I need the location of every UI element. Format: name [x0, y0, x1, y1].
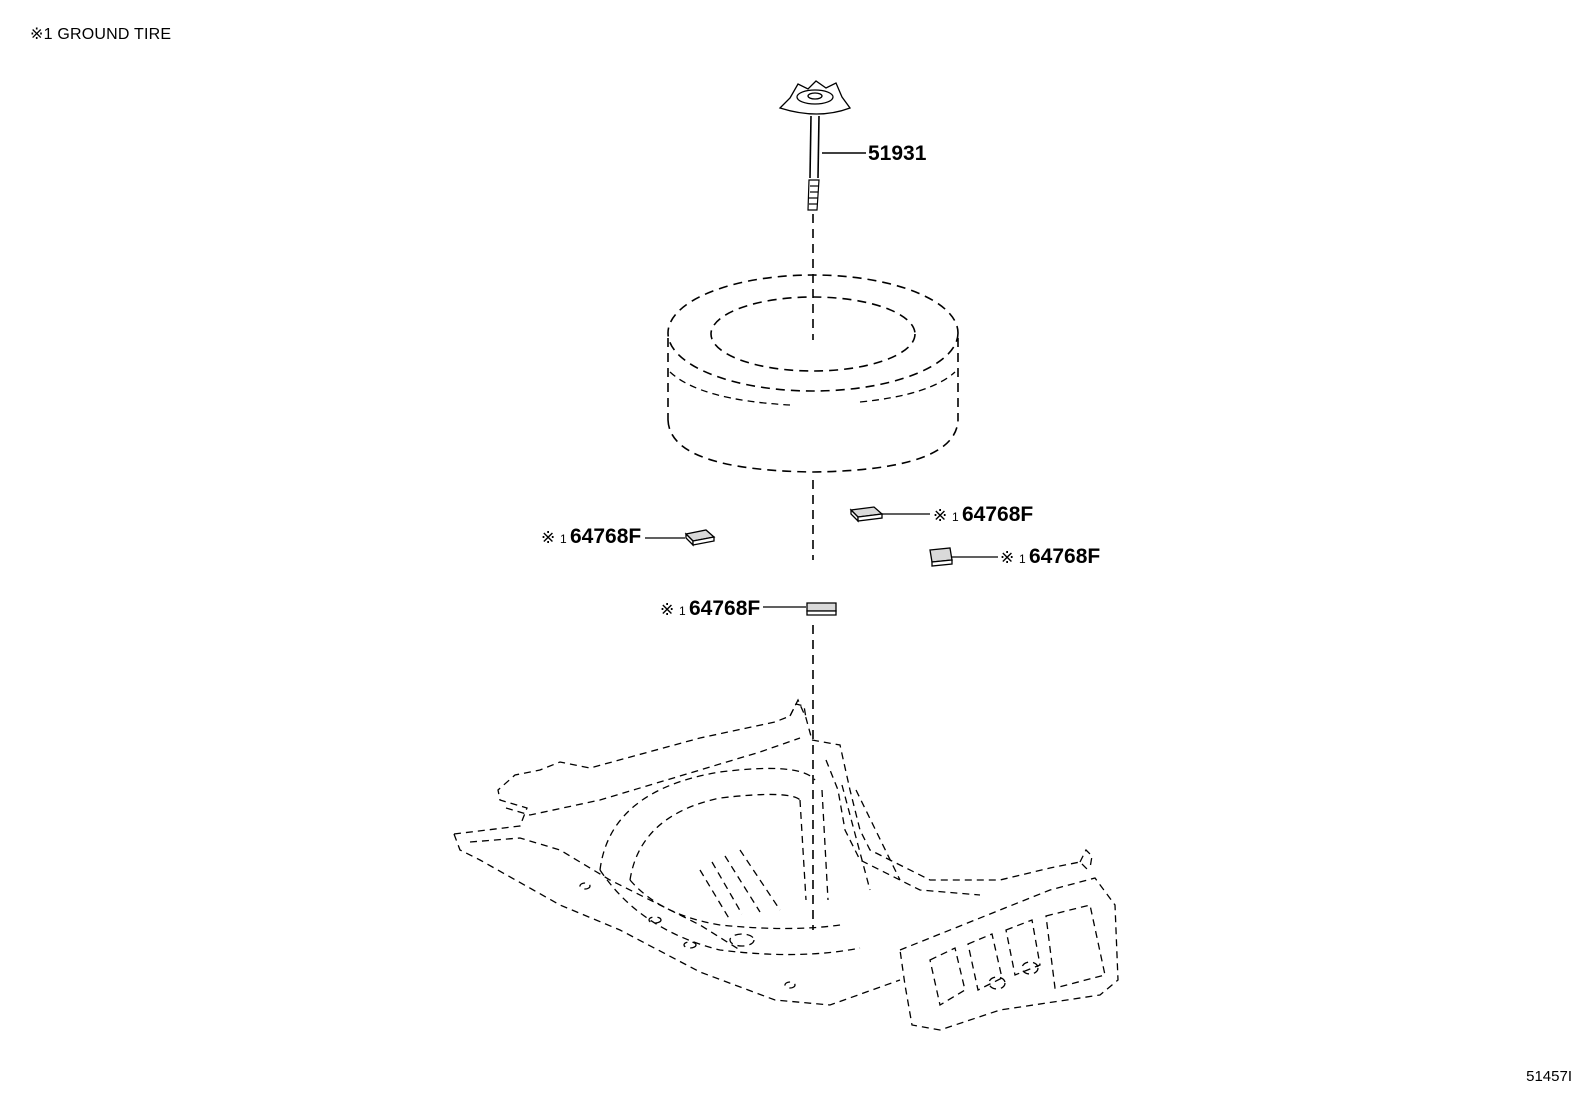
svg-text:64768F: 64768F: [962, 503, 1033, 526]
svg-text:※: ※: [1000, 548, 1014, 567]
pad-right: [929, 547, 953, 567]
svg-text:1: 1: [1019, 552, 1026, 566]
label-pad-right: ※ 1 64768F: [1000, 545, 1100, 568]
note-text: GROUND TIRE: [57, 26, 172, 43]
pad-upper-right: [849, 506, 884, 523]
svg-text:※: ※: [660, 600, 674, 619]
label-pad-upper-right: ※ 1 64768F: [933, 503, 1033, 526]
svg-text:1: 1: [952, 510, 959, 524]
svg-text:64768F: 64768F: [1029, 545, 1100, 568]
svg-text:1: 1: [560, 532, 567, 546]
hold-down-bolt: [778, 80, 852, 211]
svg-text:64768F: 64768F: [689, 597, 760, 620]
svg-text:1: 1: [679, 604, 686, 618]
ground-tire-note: ※1 GROUND TIRE: [30, 24, 171, 44]
spare-tire: [667, 274, 959, 473]
label-51931: 51931: [868, 142, 927, 165]
pad-center: [806, 602, 837, 616]
svg-text:64768F: 64768F: [570, 525, 641, 548]
pad-left: [684, 529, 716, 547]
figure-id: 51457I: [1526, 1068, 1572, 1085]
note-mark: ※1: [30, 26, 53, 43]
svg-text:※: ※: [933, 506, 947, 525]
label-pad-left: ※ 1 64768F: [541, 525, 641, 548]
rear-floor-pan: [453, 698, 1119, 1031]
label-pad-center: ※ 1 64768F: [660, 597, 760, 620]
svg-text:※: ※: [541, 528, 555, 547]
